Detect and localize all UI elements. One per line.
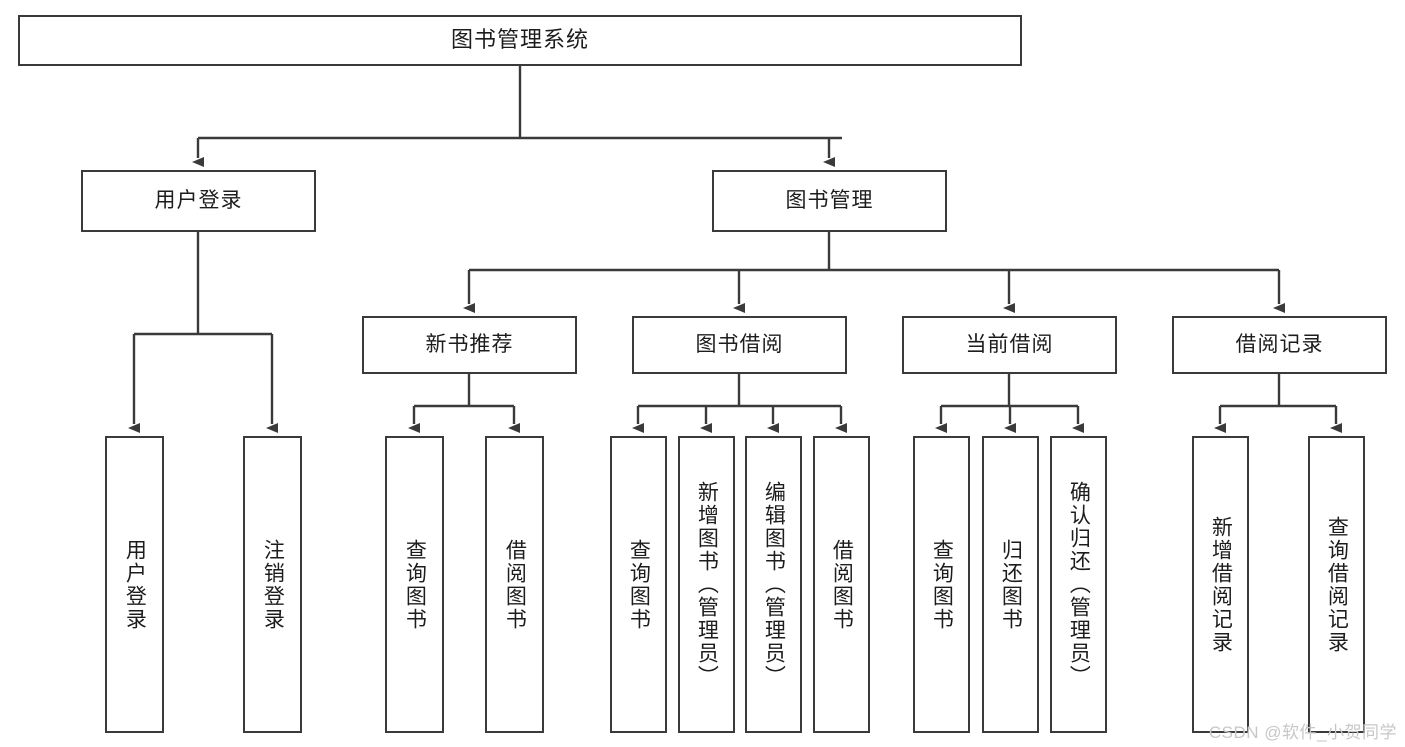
leaf-inner: 借阅图书 [815, 444, 868, 725]
node-book-management[interactable]: 图书管理 [712, 170, 947, 232]
leaf-query-book-recommend-label: 查询图书 [403, 538, 427, 631]
leaf-inner: 归还图书 [984, 444, 1037, 725]
node-user-login[interactable]: 用户登录 [81, 170, 316, 232]
leaf-query-book-current-label: 查询图书 [930, 538, 954, 631]
leaf-user-login[interactable]: 用户登录 [105, 436, 164, 733]
leaf-user-login-label: 用户登录 [123, 538, 147, 631]
leaf-inner: 新增图书（管理员） [680, 444, 733, 725]
leaf-inner: 查询借阅记录 [1310, 444, 1363, 725]
node-book-borrow-label: 图书借阅 [695, 333, 784, 357]
node-new-book-recommend-label: 新书推荐 [425, 333, 514, 357]
leaf-user-logout-label: 注销登录 [261, 538, 285, 631]
node-new-book-recommend[interactable]: 新书推荐 [362, 316, 577, 374]
leaf-inner: 确认归还（管理员） [1052, 444, 1105, 725]
leaf-user-logout[interactable]: 注销登录 [243, 436, 302, 733]
leaf-inner: 查询图书 [915, 444, 968, 725]
csdn-watermark: CSDN @软件_小贺同学 [1208, 723, 1397, 742]
leaf-query-book-current[interactable]: 查询图书 [913, 436, 970, 733]
node-book-borrow[interactable]: 图书借阅 [632, 316, 847, 374]
node-book-management-label: 图书管理 [785, 189, 874, 213]
leaf-add-borrow-record[interactable]: 新增借阅记录 [1192, 436, 1249, 733]
node-current-borrow-label: 当前借阅 [965, 333, 1054, 357]
node-root-label: 图书管理系统 [450, 27, 589, 53]
leaf-add-book-admin-label: 新增图书（管理员） [695, 481, 719, 688]
leaf-inner: 借阅图书 [487, 444, 542, 725]
leaf-return-book[interactable]: 归还图书 [982, 436, 1039, 733]
leaf-inner: 查询图书 [387, 444, 442, 725]
node-current-borrow[interactable]: 当前借阅 [902, 316, 1117, 374]
leaf-confirm-return-admin-label: 确认归还（管理员） [1067, 481, 1091, 688]
leaf-borrow-book-recommend-label: 借阅图书 [503, 538, 527, 631]
leaf-inner: 查询图书 [612, 444, 665, 725]
node-borrow-record-label: 借阅记录 [1235, 333, 1324, 357]
leaf-edit-book-admin-label: 编辑图书（管理员） [762, 481, 786, 688]
leaf-query-book-recommend[interactable]: 查询图书 [385, 436, 444, 733]
leaf-borrow-book[interactable]: 借阅图书 [813, 436, 870, 733]
leaf-query-book-borrow[interactable]: 查询图书 [610, 436, 667, 733]
leaf-inner: 注销登录 [245, 444, 300, 725]
node-borrow-record[interactable]: 借阅记录 [1172, 316, 1387, 374]
leaf-borrow-book-label: 借阅图书 [830, 538, 854, 631]
leaf-inner: 新增借阅记录 [1194, 444, 1247, 725]
leaf-query-borrow-record[interactable]: 查询借阅记录 [1308, 436, 1365, 733]
leaf-add-borrow-record-label: 新增借阅记录 [1209, 515, 1233, 654]
node-root[interactable]: 图书管理系统 [18, 15, 1022, 66]
leaf-edit-book-admin[interactable]: 编辑图书（管理员） [745, 436, 802, 733]
leaf-add-book-admin[interactable]: 新增图书（管理员） [678, 436, 735, 733]
leaf-borrow-book-recommend[interactable]: 借阅图书 [485, 436, 544, 733]
node-user-login-label: 用户登录 [154, 189, 243, 213]
leaf-confirm-return-admin[interactable]: 确认归还（管理员） [1050, 436, 1107, 733]
leaf-inner: 编辑图书（管理员） [747, 444, 800, 725]
leaf-return-book-label: 归还图书 [999, 538, 1023, 631]
leaf-query-borrow-record-label: 查询借阅记录 [1325, 515, 1349, 654]
leaf-inner: 用户登录 [107, 444, 162, 725]
leaf-query-book-borrow-label: 查询图书 [627, 538, 651, 631]
